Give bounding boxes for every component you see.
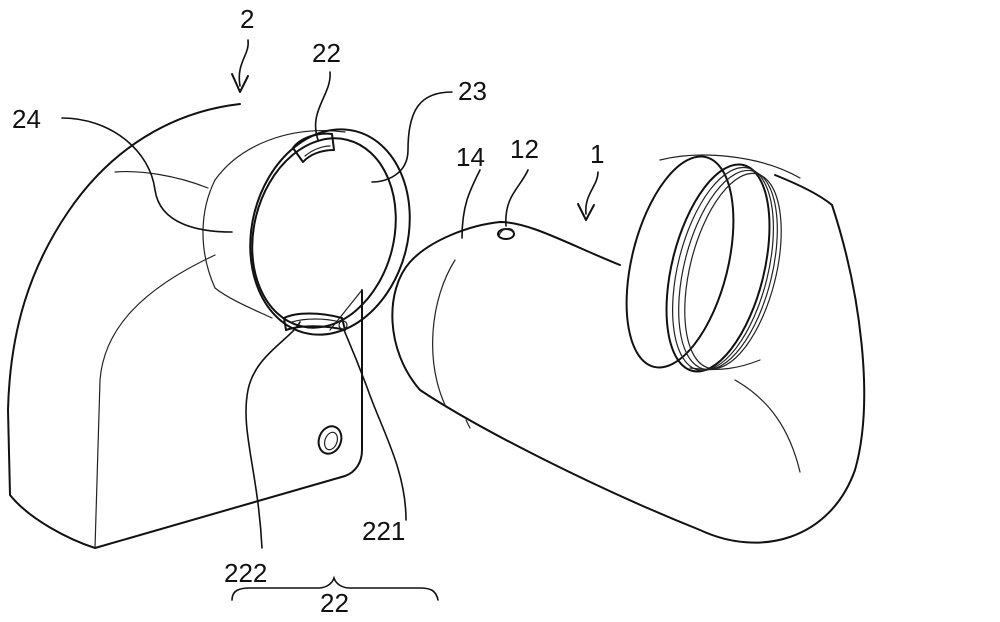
label-clip-group: 22 [320, 588, 349, 618]
reference-labels: 2 1 24 22 23 14 12 222 221 22 [12, 4, 604, 618]
housing-front-edge [95, 255, 215, 548]
boss-left-edge [203, 180, 215, 288]
locating-pin [498, 229, 514, 239]
label-pin: 12 [510, 134, 539, 164]
ring-inner [233, 123, 415, 343]
socket-outer-edge [775, 175, 832, 205]
label-tab: 222 [224, 558, 267, 588]
label-notch: 221 [362, 516, 405, 546]
label-top-clip: 22 [312, 38, 341, 68]
bent-pipe [392, 146, 864, 543]
label-ring: 23 [458, 76, 487, 106]
label-housing-side: 24 [12, 104, 41, 134]
leader-pin [506, 170, 528, 226]
pipe-outline-bottom [392, 205, 864, 543]
label-pipe: 1 [590, 139, 604, 169]
collar-seam [433, 260, 455, 405]
bottom-clip-detail [292, 319, 340, 322]
leader-tab [246, 322, 300, 548]
elbow-housing [8, 104, 431, 548]
leader-notch [344, 330, 406, 520]
pipe-inner-bend [735, 380, 800, 472]
housing-contour-upper [115, 172, 208, 188]
mount-hole [315, 423, 345, 457]
pipe-outline-top [410, 222, 620, 265]
boss-bottom-edge [215, 288, 272, 318]
boss-top-edge [215, 131, 345, 180]
label-collar: 14 [456, 142, 485, 172]
socket-rim-1 [607, 146, 752, 379]
label-housing: 2 [240, 4, 254, 34]
